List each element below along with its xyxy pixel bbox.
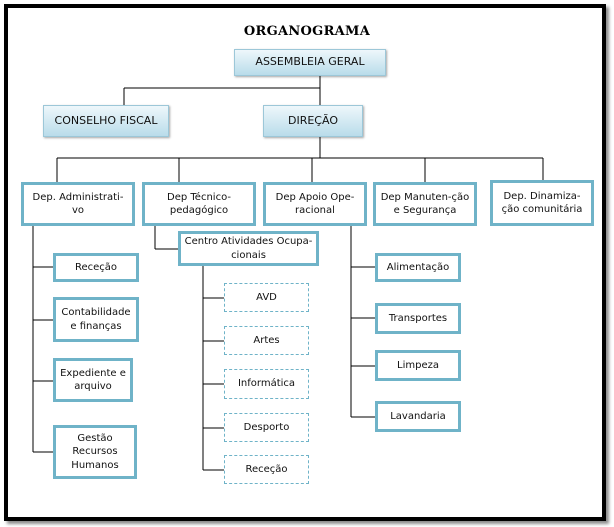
diagram-title: ORGANOGRAMA (243, 24, 371, 39)
node-expediente-arquivo: Expediente e arquivo (53, 358, 133, 402)
node-centro-atividades-ocupacionais: Centro Atividades Ocupa-cionais (178, 231, 319, 266)
node-lavandaria: Lavandaria (375, 401, 461, 432)
node-limpeza: Limpeza (375, 350, 461, 381)
node-desporto: Desporto (224, 413, 309, 442)
node-contabilidade-financas: Contabilidade e finanças (53, 297, 139, 342)
node-dep-manutencao-seguranca: Dep Manuten-ção e Segurança (373, 182, 477, 226)
node-assembleia-geral: ASSEMBLEIA GERAL (234, 49, 386, 76)
node-artes: Artes (224, 326, 309, 355)
node-informatica: Informática (224, 369, 309, 399)
node-alimentacao: Alimentação (375, 253, 461, 282)
node-conselho-fiscal: CONSELHO FISCAL (43, 105, 169, 137)
node-rececao-cao: Receção (224, 455, 309, 484)
node-direcao: DIREÇÃO (263, 105, 363, 137)
node-avd: AVD (224, 283, 309, 312)
node-dep-dinamizacao-comunitaria: Dep. Dinamiza-ção comunitária (490, 180, 594, 226)
node-dep-apoio-operacional: Dep Apoio Ope-racional (263, 182, 367, 226)
node-dep-administrativo: Dep. Administrati-vo (21, 182, 135, 226)
node-rececao-administrativo: Receção (53, 253, 139, 282)
node-dep-tecnico-pedagogico: Dep Técnico-pedagógico (142, 182, 256, 226)
node-transportes: Transportes (375, 303, 461, 334)
node-gestao-recursos-humanos: Gestão Recursos Humanos (53, 425, 137, 479)
